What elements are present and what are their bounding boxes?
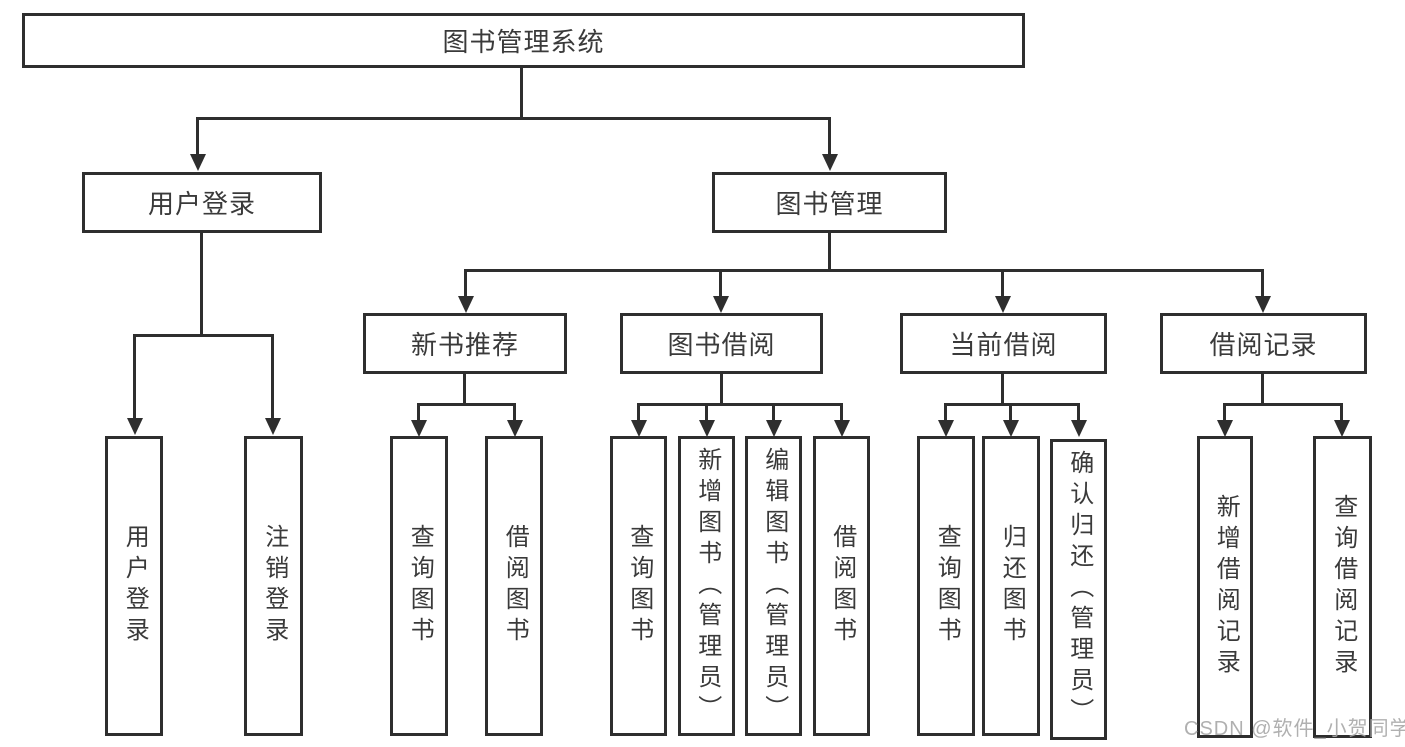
arrow-down-icon	[631, 420, 647, 437]
arrow-down-icon	[713, 296, 729, 313]
arrow-down-icon	[1071, 420, 1087, 437]
arrow-down-icon	[1003, 420, 1019, 437]
arrow-down-icon	[699, 420, 715, 437]
node-leaf-query-books-3: 查询图书	[917, 436, 975, 736]
arrow-down-icon	[938, 420, 954, 437]
connector-line	[1001, 269, 1004, 299]
node-leaf-logout: 注销登录	[244, 436, 303, 736]
connector-line	[196, 117, 831, 120]
node-book-borrow: 图书借阅	[620, 313, 823, 374]
connector-line	[944, 403, 1080, 406]
connector-line	[1009, 403, 1012, 423]
connector-line	[637, 403, 843, 406]
connector-line	[520, 68, 523, 119]
node-leaf-borrow-books-2: 借阅图书	[813, 436, 870, 736]
connector-line	[464, 269, 1264, 272]
node-leaf-borrow-books-2-label: 借阅图书	[828, 524, 856, 648]
arrow-down-icon	[834, 420, 850, 437]
node-leaf-query-borrow-record-label: 查询借阅记录	[1329, 494, 1357, 680]
arrow-down-icon	[127, 418, 143, 435]
csdn-watermark: CSDN @软件_小贺同学	[1184, 718, 1405, 740]
connector-line	[637, 403, 640, 423]
node-leaf-confirm-return-admin: 确认归还（管理员）	[1050, 439, 1107, 740]
connector-line	[1001, 374, 1004, 406]
node-leaf-query-books-3-label: 查询图书	[933, 524, 961, 648]
connector-line	[133, 334, 274, 337]
connector-line	[464, 269, 467, 299]
node-leaf-user-login-label: 用户登录	[121, 524, 149, 648]
connector-line	[705, 403, 708, 423]
node-root: 图书管理系统	[22, 13, 1025, 68]
node-leaf-logout-label: 注销登录	[260, 524, 288, 648]
connector-line	[417, 403, 420, 423]
node-book-borrow-label: 图书借阅	[667, 330, 776, 360]
arrow-down-icon	[766, 420, 782, 437]
arrow-down-icon	[507, 420, 523, 437]
connector-line	[200, 233, 203, 337]
connector-line	[1340, 403, 1343, 423]
arrow-down-icon	[458, 296, 474, 313]
arrow-down-icon	[411, 420, 427, 437]
arrow-down-icon	[265, 418, 281, 435]
connector-line	[840, 403, 843, 423]
connector-line	[271, 334, 274, 422]
connector-line	[513, 403, 516, 423]
connector-line	[1261, 374, 1264, 406]
connector-line	[828, 117, 831, 157]
node-leaf-confirm-return-admin-label: 确认归还（管理员）	[1065, 450, 1093, 729]
node-leaf-return-books-label: 归还图书	[998, 524, 1026, 648]
connector-line	[719, 269, 722, 299]
arrow-down-icon	[190, 154, 206, 171]
node-leaf-add-books-admin: 新增图书（管理员）	[678, 436, 735, 736]
arrow-down-icon	[1217, 420, 1233, 437]
node-leaf-edit-books-admin: 编辑图书（管理员）	[745, 436, 802, 736]
connector-line	[1261, 269, 1264, 299]
connector-line	[720, 374, 723, 406]
connector-line	[944, 403, 947, 423]
node-current-borrow: 当前借阅	[900, 313, 1107, 374]
node-new-book-recommend-label: 新书推荐	[410, 330, 519, 360]
connector-line	[828, 233, 831, 271]
node-borrow-records: 借阅记录	[1160, 313, 1367, 374]
connector-line	[463, 374, 466, 406]
node-leaf-add-borrow-record-label: 新增借阅记录	[1212, 494, 1240, 680]
connector-line	[1223, 403, 1342, 406]
arrow-down-icon	[822, 154, 838, 171]
node-book-management-label: 图书管理	[775, 189, 884, 219]
node-leaf-borrow-books-1-label: 借阅图书	[501, 524, 529, 648]
node-leaf-edit-books-admin-label: 编辑图书（管理员）	[760, 446, 788, 726]
node-root-label: 图书管理系统	[442, 27, 605, 57]
node-leaf-add-borrow-record: 新增借阅记录	[1197, 436, 1253, 738]
connector-line	[1077, 403, 1080, 423]
node-leaf-query-books-1-label: 查询图书	[406, 524, 434, 648]
node-leaf-query-books-1: 查询图书	[390, 436, 448, 736]
node-leaf-query-books-2: 查询图书	[610, 436, 667, 736]
connector-line	[133, 334, 136, 422]
arrow-down-icon	[1255, 296, 1271, 313]
node-new-book-recommend: 新书推荐	[363, 313, 567, 374]
node-leaf-user-login: 用户登录	[105, 436, 163, 736]
node-leaf-query-books-2-label: 查询图书	[625, 524, 653, 648]
node-leaf-query-borrow-record: 查询借阅记录	[1313, 436, 1372, 738]
arrow-down-icon	[995, 296, 1011, 313]
node-user-login: 用户登录	[82, 172, 322, 233]
node-book-management: 图书管理	[712, 172, 947, 233]
node-leaf-add-books-admin-label: 新增图书（管理员）	[693, 446, 721, 726]
node-current-borrow-label: 当前借阅	[949, 330, 1058, 360]
node-borrow-records-label: 借阅记录	[1209, 330, 1318, 360]
arrow-down-icon	[1334, 420, 1350, 437]
connector-line	[417, 403, 516, 406]
node-user-login-label: 用户登录	[147, 189, 256, 219]
node-leaf-return-books: 归还图书	[982, 436, 1040, 736]
node-leaf-borrow-books-1: 借阅图书	[485, 436, 543, 736]
connector-line	[772, 403, 775, 423]
connector-line	[196, 117, 199, 157]
connector-line	[1223, 403, 1226, 423]
